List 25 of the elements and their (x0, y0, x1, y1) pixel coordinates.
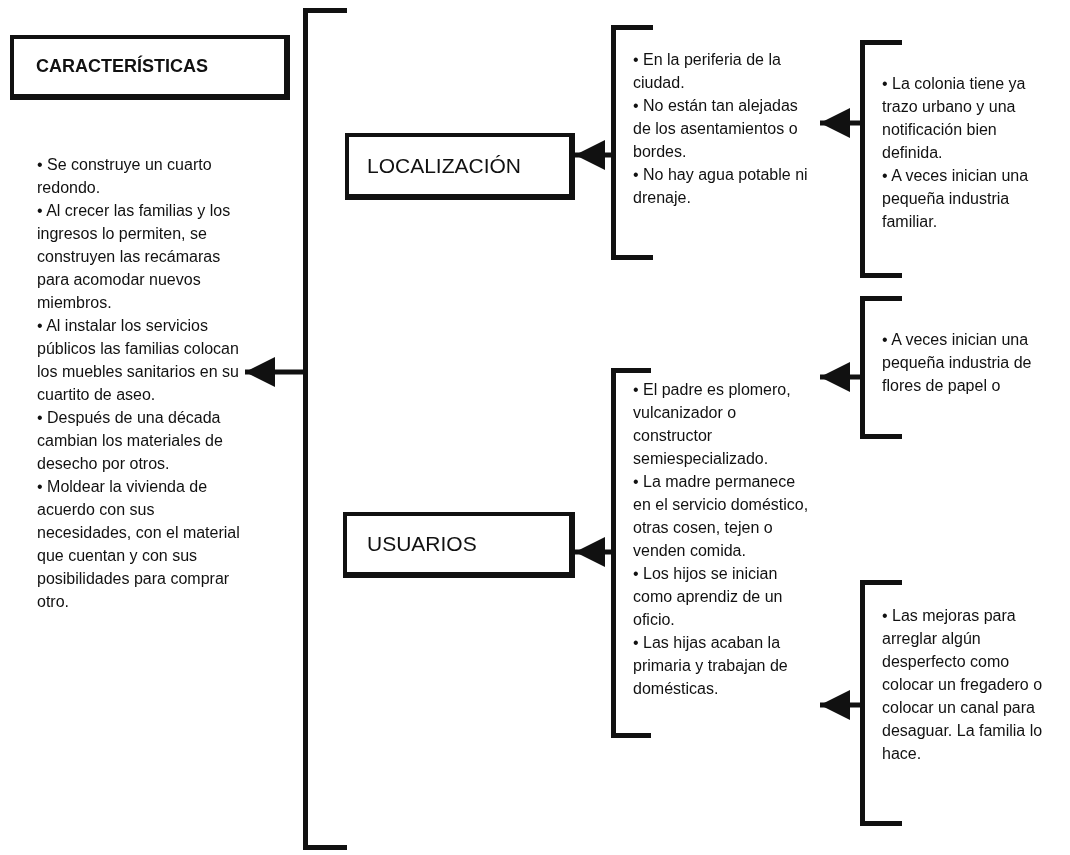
bullet-item: • La madre permanece en el servicio doméstico, otras cosen, tejen o venden comida. (633, 472, 810, 561)
bullet-item: • Los hijos se inician como aprendiz de un oficio. (633, 564, 784, 630)
bullet-item: • La colonia tiene ya trazo urbano y una notificación bien definida. (882, 74, 1027, 163)
bullet-item: • Moldear la vivienda de acuerdo con sus necesidades, con el material que cuentan y con sus posibilidades para comprar otro. (37, 477, 241, 612)
bullet-item: • Las hijas acaban la primaria y trabajan de domésticas. (633, 633, 789, 699)
arrow (820, 362, 860, 392)
bullet-item: • Se construye un cuarto redondo. (37, 155, 213, 198)
bullet-item: • En la periferia de la ciudad. (633, 50, 782, 93)
bullet-item: • No están tan alejadas de los asentamientos o bordes. (633, 96, 799, 162)
bullet-item: • Al crecer las familias y los ingresos lo permiten, se construyen las recámaras para acomodar nuevos miembros. (37, 201, 232, 313)
arrow (820, 690, 860, 720)
bullet-item: • No hay agua potable ni drenaje. (633, 165, 809, 208)
arrow (245, 357, 303, 387)
bullet-item: • Las mejoras para arreglar algún desperfecto como colocar un fregadero o colocar un canal para desaguar. La familia lo hace. (882, 606, 1044, 764)
category-box: LOCALIZACIÓN (345, 133, 575, 200)
arrow (575, 537, 611, 567)
bullet-item: • A veces inician una pequeña industria de flores de papel o (882, 330, 1033, 396)
bullet-item: • Al instalar los servicios públicos las familias colocan los muebles sanitarios en su cuartito de aseo. (37, 316, 240, 405)
title-box: CARACTERÍSTICAS (10, 35, 290, 100)
category-box: USUARIOS (343, 512, 575, 578)
bullet-item: • A veces inician una pequeña industria familiar. (882, 166, 1030, 232)
bullet-item: • El padre es plomero, vulcanizador o constructor semiespecializado. (633, 380, 792, 469)
arrow (575, 140, 611, 170)
bullet-item: • Después de una década cambian los materiales de desecho por otros. (37, 408, 224, 474)
arrow (820, 108, 860, 138)
